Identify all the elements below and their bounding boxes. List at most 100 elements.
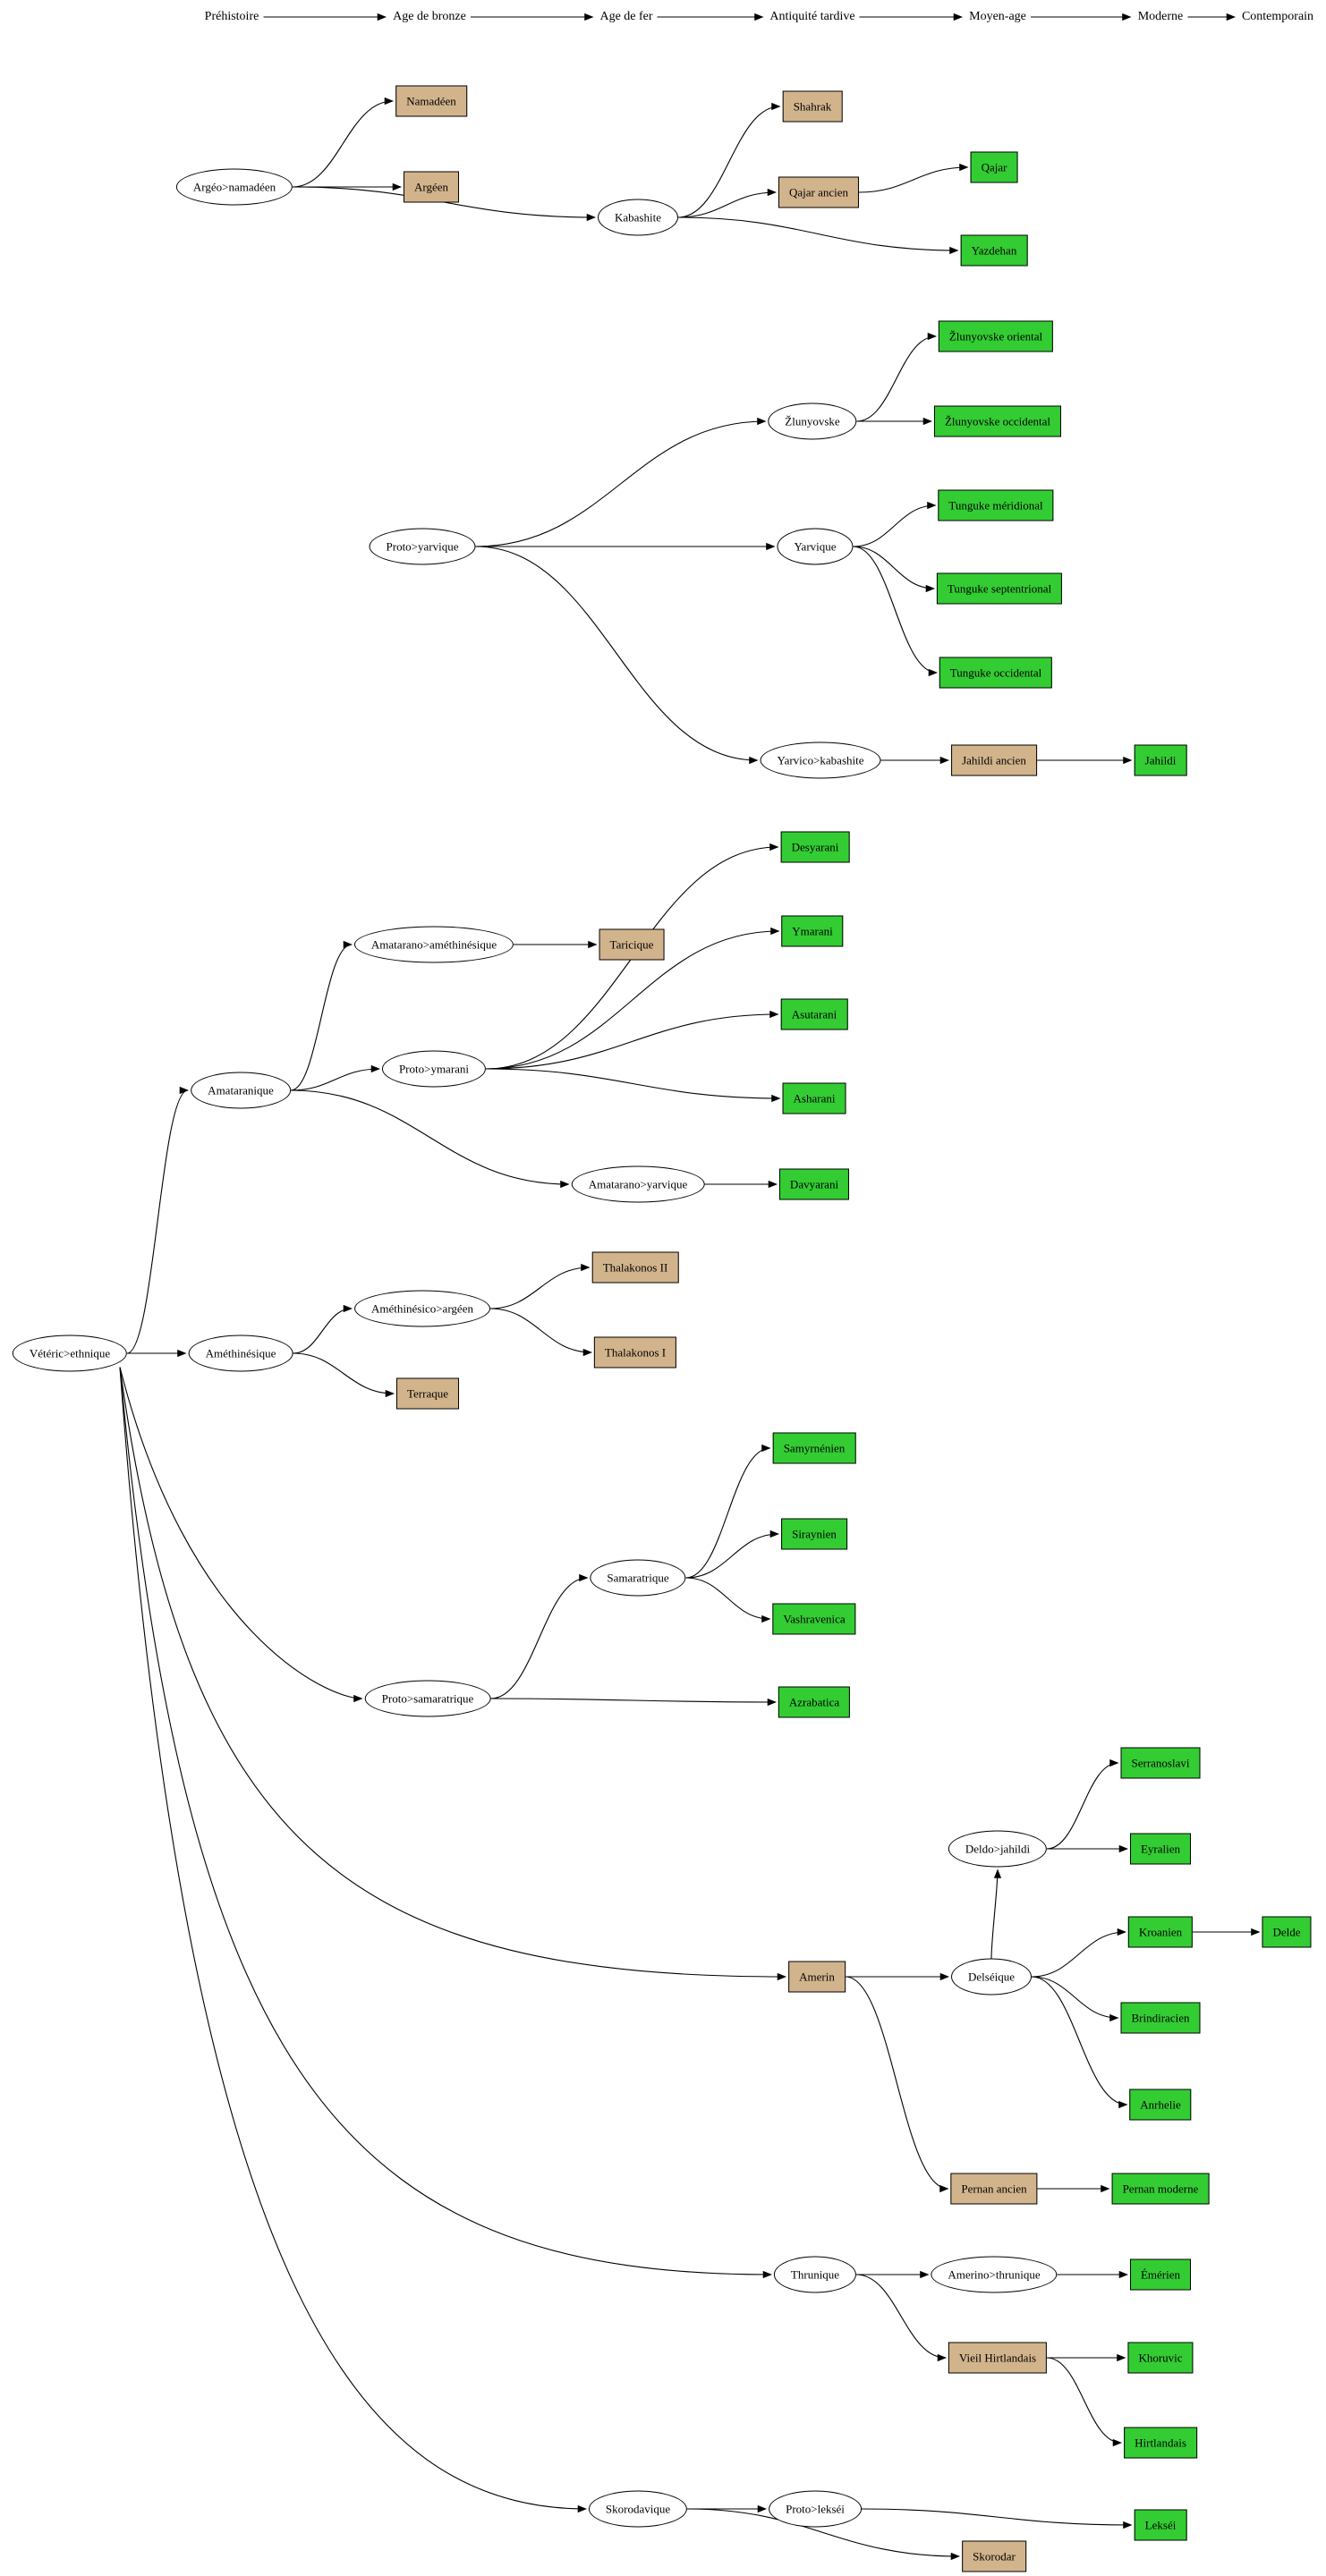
language-node-brindiracien: Brindiracien bbox=[1120, 2002, 1201, 2034]
language-node-samyrnenien: Samyrnénien bbox=[772, 1432, 856, 1464]
family-node-argeo_namadeen: Argéo>namadéen bbox=[175, 168, 293, 206]
family-node-proto_samaratrique: Proto>samaratrique bbox=[364, 1680, 491, 1717]
edge-veteric-thrunique bbox=[119, 1367, 773, 2279]
language-node-argeen: Argéen bbox=[403, 171, 460, 203]
language-node-azrabatica: Azrabatica bbox=[778, 1686, 851, 1718]
family-node-amatarano_yarvique: Amatarano>yarvique bbox=[571, 1165, 705, 1203]
edge-ameth_argeen-thalakonos2 bbox=[489, 1263, 591, 1309]
family-node-yarvique: Yarvique bbox=[777, 528, 854, 565]
era-label-antiquit-tardive: Antiquité tardive bbox=[769, 10, 855, 23]
edge-samaratrique-siraynien bbox=[685, 1530, 780, 1579]
edge-amataranique-proto_ymarani bbox=[290, 1064, 381, 1091]
language-node-serranoslavi: Serranoslavi bbox=[1120, 1747, 1201, 1779]
family-node-amerino_thrunique: Amerino>thrunique bbox=[931, 2256, 1058, 2293]
edge-qajar_ancien-qajar bbox=[858, 163, 969, 193]
language-node-jahildi_ancien: Jahildi ancien bbox=[951, 744, 1037, 776]
edge-veteric-amataranique bbox=[126, 1086, 190, 1354]
family-node-proto_leksei: Proto>lekséi bbox=[769, 2490, 862, 2528]
era-label-age-de-fer: Age de fer bbox=[599, 10, 653, 23]
edge-ameth_argeen-thalakonos1 bbox=[489, 1308, 593, 1357]
language-node-thalakonos2: Thalakonos II bbox=[591, 1251, 679, 1284]
family-node-thrunique: Thrunique bbox=[773, 2256, 857, 2293]
language-node-thalakonos1: Thalakonos I bbox=[593, 1336, 677, 1368]
language-node-tunguke_septentrional: Tunguke septentrional bbox=[936, 572, 1063, 605]
language-node-tunguke_meridional: Tunguke méridional bbox=[938, 489, 1054, 521]
language-node-jahildi: Jahildi bbox=[1134, 744, 1187, 776]
family-node-skorodavique: Skorodavique bbox=[588, 2490, 688, 2528]
language-node-ymarani: Ymarani bbox=[781, 915, 844, 947]
edge-amataranique-amatarano_ameth bbox=[290, 940, 353, 1091]
family-node-delseique: Delséique bbox=[951, 1958, 1032, 1996]
language-node-desyarani: Desyarani bbox=[780, 831, 850, 863]
edge-delseique-brindiracien bbox=[1031, 1976, 1119, 2022]
family-node-amataranique: Amataranique bbox=[191, 1072, 291, 1109]
era-label-moderne: Moderne bbox=[1137, 10, 1184, 23]
edge-skorodavique-skorodar bbox=[686, 2508, 961, 2561]
family-node-yarvico_kabashite: Yarvico>kabashite bbox=[760, 741, 881, 779]
edge-amethinesique-ameth_argeen bbox=[293, 1304, 353, 1354]
edge-veteric-amerin bbox=[119, 1367, 787, 1981]
tree-edges bbox=[119, 97, 1261, 2561]
edge-kabashite-yazdehan bbox=[677, 216, 959, 255]
edge-proto_ymarani-asutarani bbox=[485, 1010, 779, 1070]
language-node-hirtlandais: Hirtlandais bbox=[1124, 2427, 1197, 2459]
language-node-leksei: Lekséi bbox=[1134, 2509, 1187, 2541]
edge-yarvique-tunguke_septentrional bbox=[853, 546, 936, 593]
edge-yarvique-tunguke_occidental bbox=[853, 546, 939, 677]
edge-amethinesique-terraque bbox=[293, 1352, 395, 1398]
edge-yarvique-tunguke_meridional bbox=[853, 501, 937, 547]
era-label-moyen-age: Moyen-age bbox=[969, 10, 1026, 23]
language-node-pernan_moderne: Pernan moderne bbox=[1111, 2173, 1210, 2205]
family-node-kabashite: Kabashite bbox=[598, 199, 678, 236]
language-node-anrhelie: Anrhelie bbox=[1129, 2089, 1192, 2121]
edge-delseique-kroanien bbox=[1031, 1928, 1127, 1978]
edge-amerin-pernan_ancien bbox=[845, 1976, 949, 2193]
edge-veteric-proto_samaratrique bbox=[119, 1367, 363, 1703]
edge-proto_ymarani-ymarani bbox=[485, 927, 780, 1070]
edge-delseique-deldo_jahildi bbox=[990, 1868, 1002, 1959]
family-node-amatarano_ameth: Amatarano>améthinésique bbox=[353, 926, 514, 963]
language-node-vashravenica: Vashravenica bbox=[772, 1603, 856, 1635]
language-node-eyralien: Eyralien bbox=[1129, 1833, 1192, 1865]
language-node-siraynien: Siraynien bbox=[781, 1518, 847, 1550]
edge-proto_samaratrique-azrabatica bbox=[490, 1698, 778, 1707]
family-node-amethinesique: Améthinésique bbox=[188, 1335, 293, 1372]
edge-samaratrique-vashravenica bbox=[685, 1577, 771, 1623]
language-node-delde: Delde bbox=[1262, 1916, 1312, 1948]
language-node-asharani: Asharani bbox=[782, 1082, 846, 1114]
edge-vieil_hirtlandais-hirtlandais bbox=[1046, 2357, 1123, 2447]
family-node-zlunyovske: Žlunyovske bbox=[768, 402, 857, 440]
family-node-samaratrique: Samaratrique bbox=[590, 1559, 686, 1597]
family-node-veteric: Vétéric>ethnique bbox=[12, 1335, 128, 1372]
era-label-contemporain: Contemporain bbox=[1241, 10, 1314, 23]
language-node-emerien: Émérien bbox=[1129, 2258, 1192, 2291]
language-node-zlun_oriental: Žlunyovske oriental bbox=[938, 320, 1054, 352]
edge-delseique-anrhelie bbox=[1031, 1976, 1128, 2109]
language-node-tunguke_occidental: Tunguke occidental bbox=[939, 657, 1053, 689]
era-label-age-de-bronze: Age de bronze bbox=[393, 10, 466, 23]
edge-proto_leksei-leksei bbox=[861, 2508, 1133, 2529]
edge-argeo_namadeen-namadeen bbox=[292, 97, 395, 188]
language-node-kroanien: Kroanien bbox=[1127, 1916, 1194, 1948]
language-node-pernan_ancien: Pernan ancien bbox=[950, 2173, 1038, 2205]
edge-amataranique-amatarano_yarvique bbox=[290, 1089, 570, 1189]
language-node-qajar: Qajar bbox=[970, 151, 1018, 183]
edge-kabashite-shahrak bbox=[677, 102, 781, 218]
language-node-khoruvic: Khoruvic bbox=[1127, 2342, 1194, 2374]
edge-proto_yarvique-yarvico_kabashite bbox=[475, 546, 759, 765]
edge-thrunique-vieil_hirtlandais bbox=[855, 2274, 948, 2362]
edge-proto_yarvique-zlunyovske bbox=[475, 417, 767, 547]
edge-deldo_jahildi-serranoslavi bbox=[1046, 1758, 1119, 1850]
edge-samaratrique-samyrnenien bbox=[685, 1444, 771, 1579]
language-node-namadeen: Namadéen bbox=[395, 85, 467, 117]
language-node-shahrak: Shahrak bbox=[782, 90, 843, 123]
language-node-amerin: Amerin bbox=[788, 1961, 846, 1993]
language-node-yazdehan: Yazdehan bbox=[960, 234, 1028, 267]
era-label-pr-histoire: Préhistoire bbox=[204, 10, 259, 23]
language-node-terraque: Terraque bbox=[395, 1377, 460, 1410]
language-node-asutarani: Asutarani bbox=[780, 998, 848, 1030]
language-node-davyarani: Davyarani bbox=[778, 1168, 850, 1200]
family-node-proto_ymarani: Proto>ymarani bbox=[381, 1050, 487, 1088]
